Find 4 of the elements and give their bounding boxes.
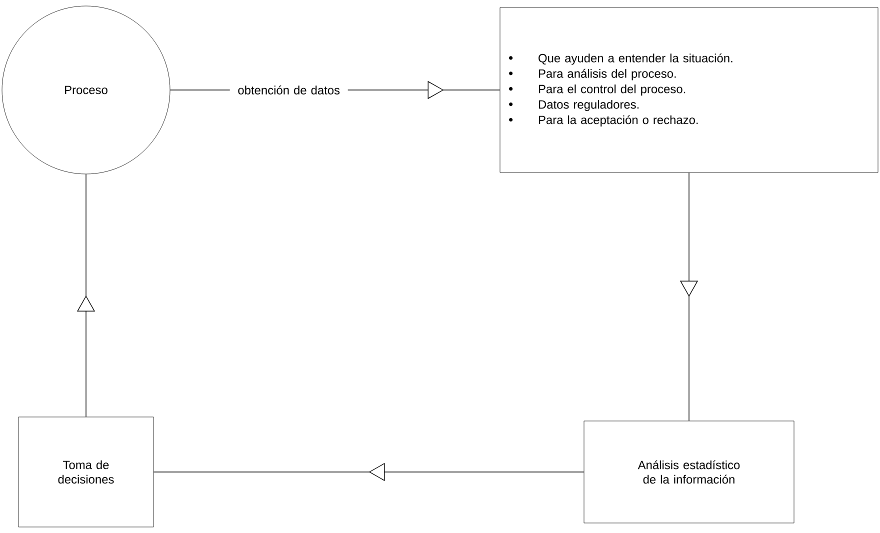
process-box: Análisis estadístico de la información xyxy=(584,420,794,524)
edge-label: obtención de datos xyxy=(230,82,348,98)
process-box: Toma de decisiones xyxy=(18,416,154,528)
bullet-list-box: Que ayuden a entender la situación. Para análisis del proceso. Para el control del proceso. Datos reguladores. Para la aceptación o rechazo. xyxy=(500,7,878,173)
